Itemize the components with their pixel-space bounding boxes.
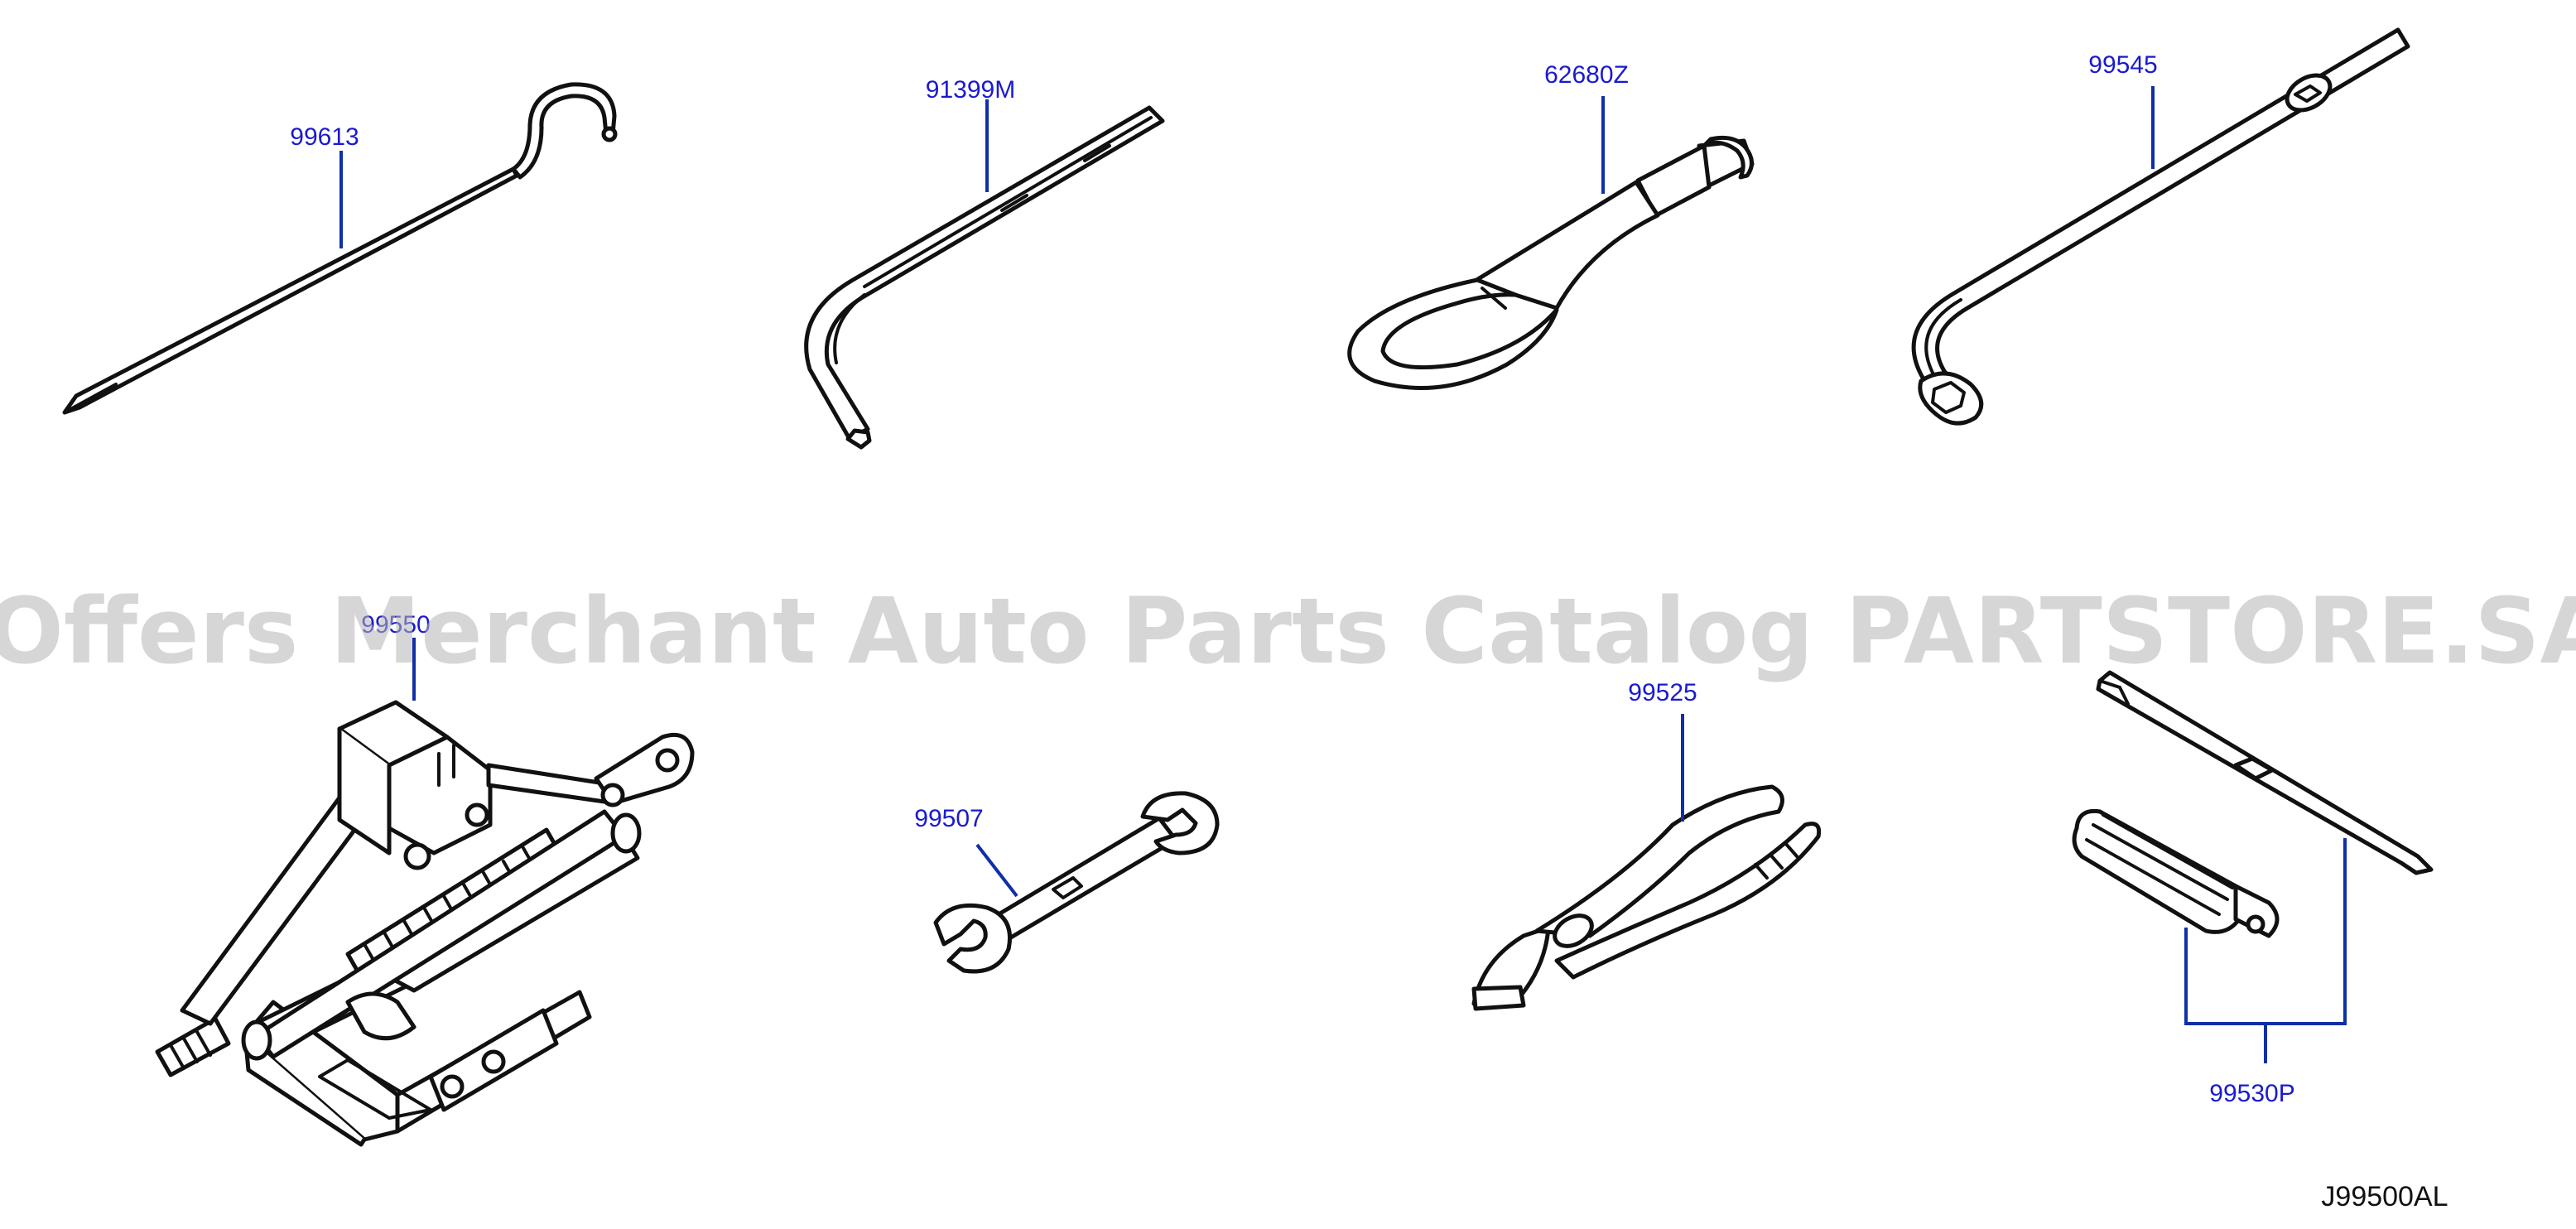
leader-bracket-99530P	[2184, 838, 2347, 1063]
part-label-99550[interactable]: 99550	[361, 611, 430, 639]
part-label-62680Z[interactable]: 62680Z	[1544, 61, 1629, 89]
part-tow-hook[interactable]	[1347, 135, 1755, 390]
diagram-code: J99500AL	[2321, 1181, 2448, 1212]
part-hex-key-wrench[interactable]	[804, 105, 1165, 450]
part-screwdriver-set[interactable]	[2072, 670, 2434, 938]
leader-line-99507	[975, 843, 1018, 898]
part-jack-handle-rod[interactable]	[62, 82, 618, 415]
watermark-text: Offers Merchant Auto Parts Catalog PARTS…	[0, 578, 2576, 684]
part-label-91399M[interactable]: 91399M	[926, 76, 1015, 104]
part-open-end-spanner[interactable]	[933, 791, 1220, 974]
part-label-99525[interactable]: 99525	[1628, 679, 1697, 706]
part-label-99545[interactable]: 99545	[2088, 51, 2157, 79]
part-wheel-nut-wrench[interactable]	[1911, 27, 2410, 426]
part-label-99507[interactable]: 99507	[914, 805, 983, 832]
part-pliers[interactable]	[1471, 784, 1822, 1011]
part-label-99613[interactable]: 99613	[290, 123, 359, 151]
part-scissor-jack[interactable]	[155, 700, 695, 1147]
part-label-99530P[interactable]: 99530P	[2209, 1080, 2294, 1107]
